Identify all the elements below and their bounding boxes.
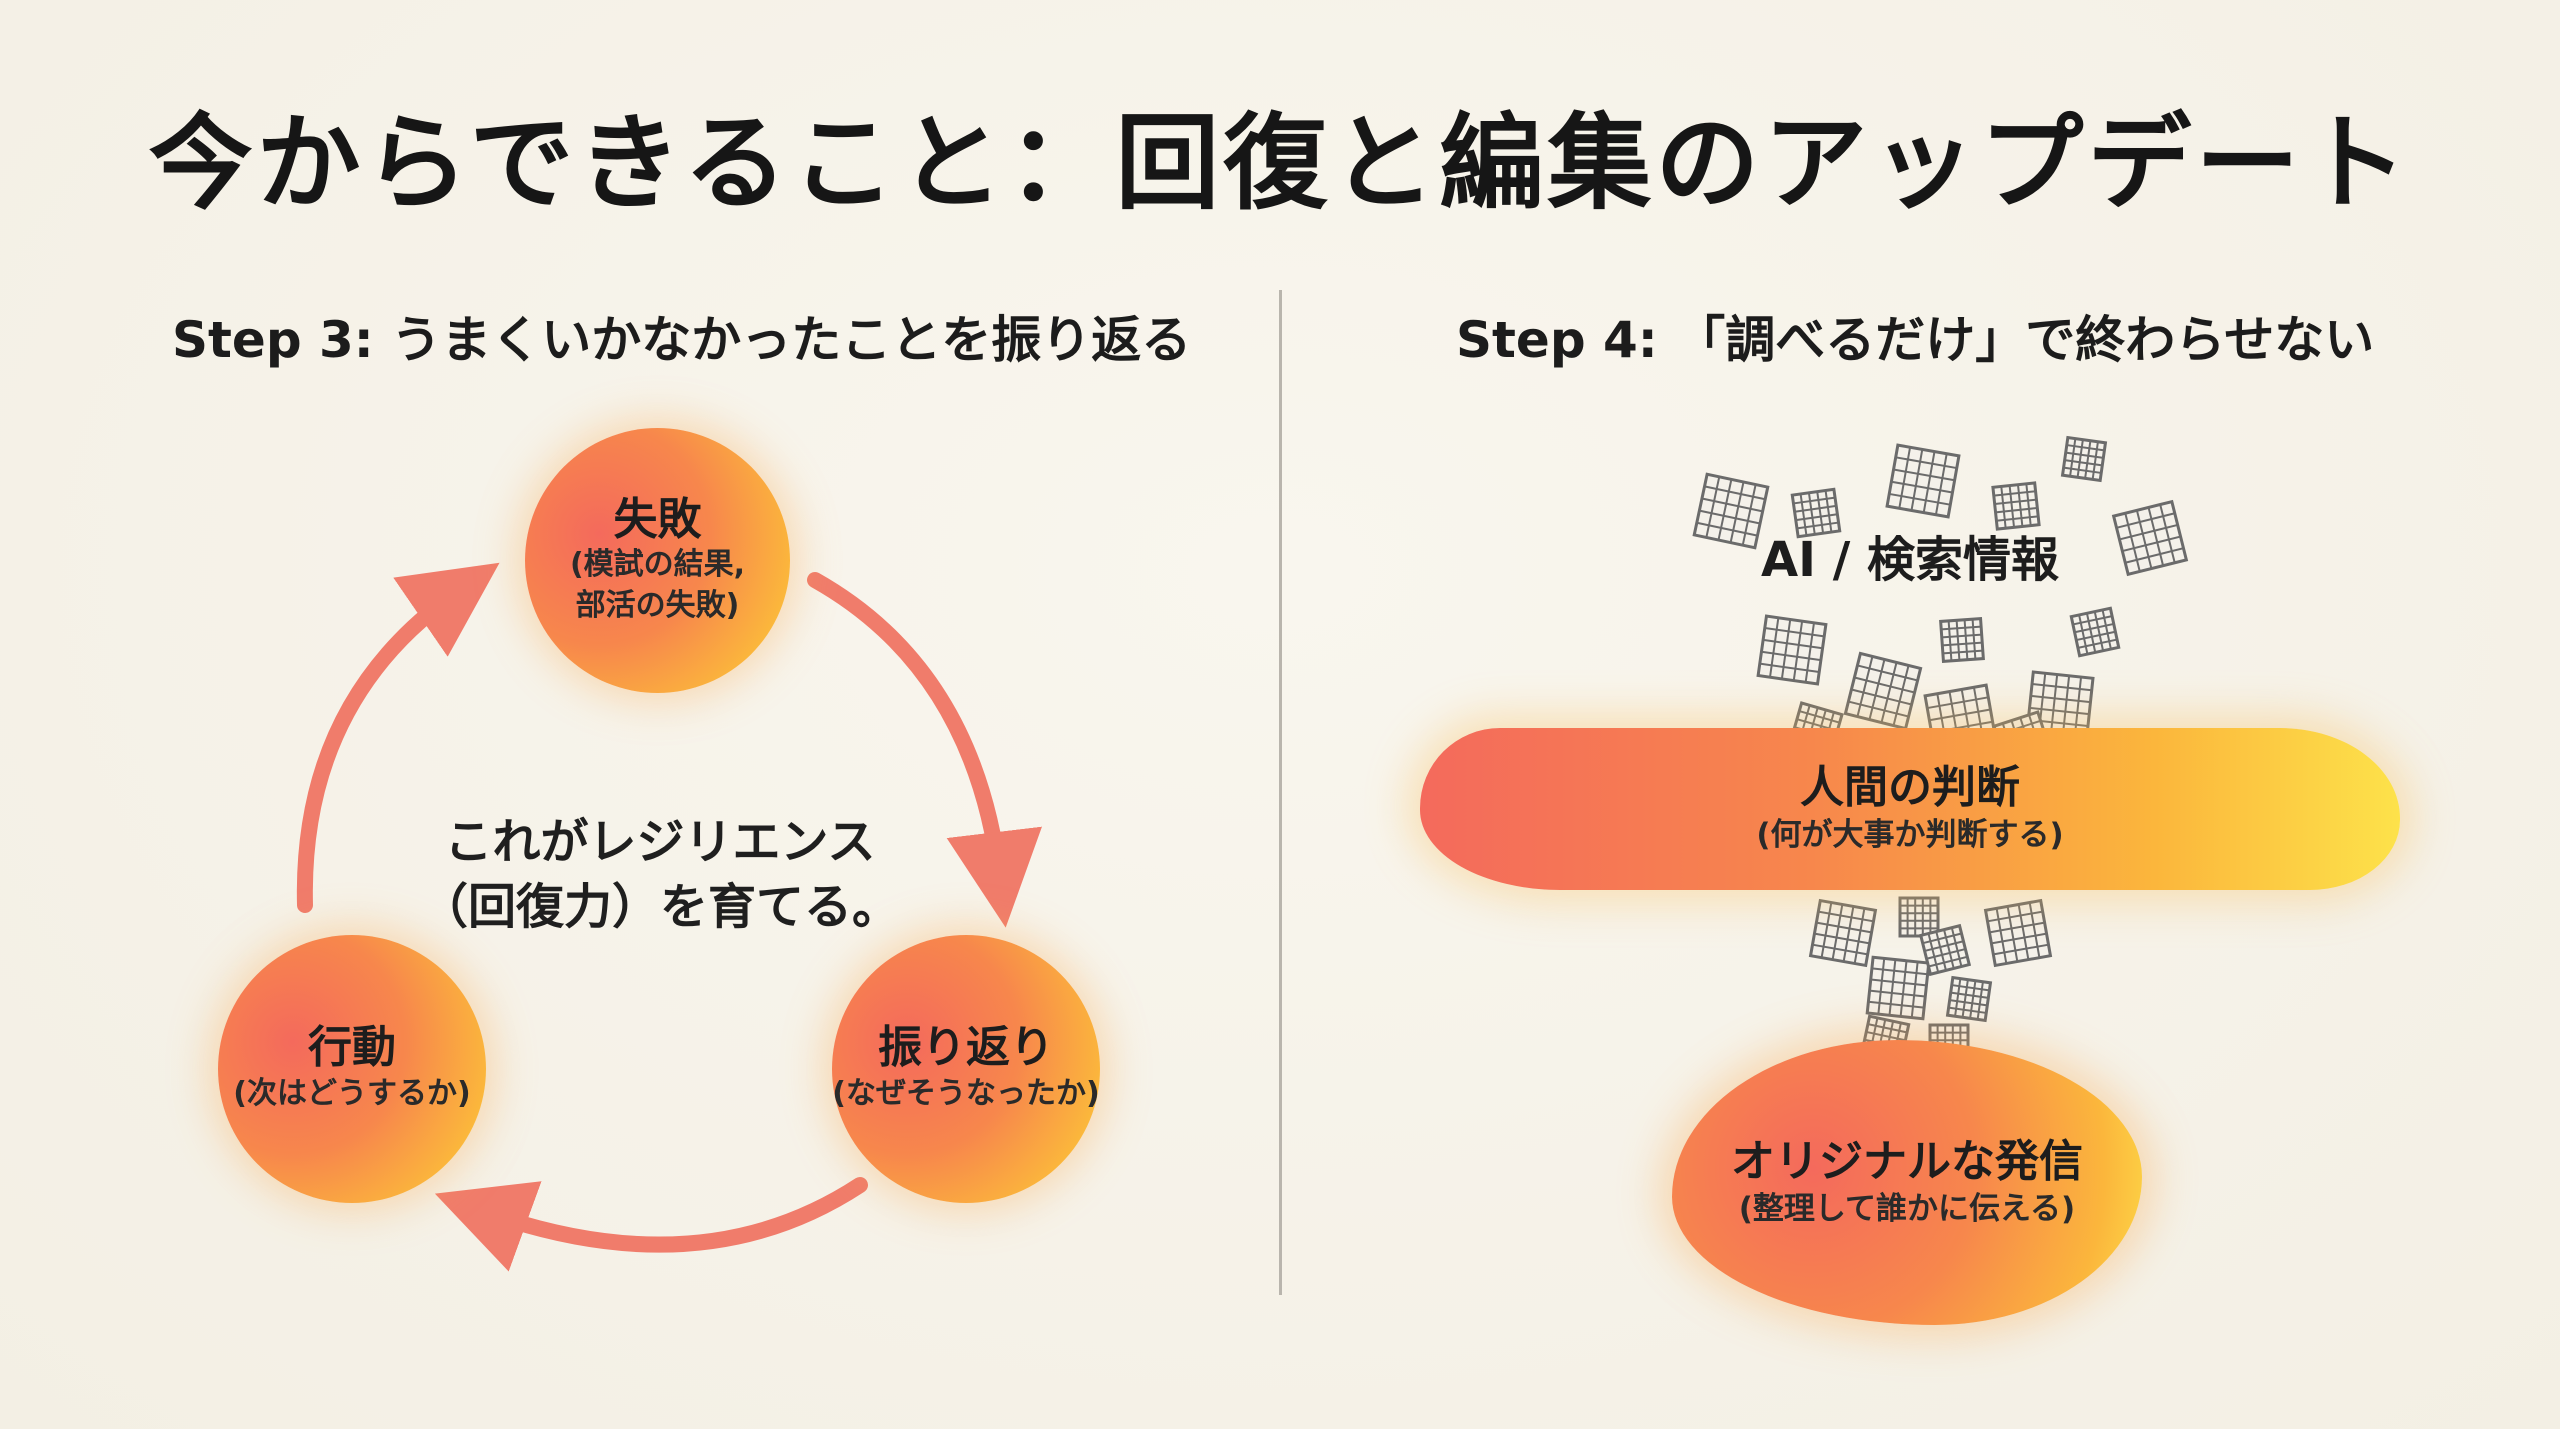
page-title: 今からできること：回復と編集のアップデート: [148, 102, 2412, 224]
info-chip-icon: [2111, 499, 2189, 577]
node-action-sub: (次はどうするか): [233, 1076, 471, 1112]
info-chip-icon: [2060, 435, 2108, 483]
info-chip-icon: [1790, 487, 1842, 539]
node-reflection: 振り返り (なぜそうなったか): [832, 935, 1100, 1203]
arrow-failure-to-reflection: [807, 572, 1042, 928]
info-chip-icon: [1885, 443, 1961, 519]
column-divider: [1279, 290, 1282, 1295]
info-chip-icon: [1991, 481, 2041, 531]
original-output-sub: (整理して誰かに伝える): [1738, 1190, 2076, 1227]
info-chip-icon: [1808, 898, 1878, 968]
info-chip-icon: [1692, 472, 1770, 550]
original-output-blob: オリジナルな発信 (整理して誰かに伝える): [1672, 1040, 2142, 1325]
arrow-reflection-to-action: [434, 1177, 868, 1272]
info-chip-icon: [1945, 975, 1993, 1023]
info-chip-icon: [2025, 670, 2095, 740]
node-failure-sub: (模試の結果, 部活の失敗): [569, 547, 746, 623]
info-chip-icon: [1939, 617, 1985, 663]
resilience-line-2: （回復力）を育てる。: [419, 878, 900, 935]
info-chip-icon: [1843, 651, 1923, 731]
resilience-line-1: これがレジリエンス: [444, 814, 876, 870]
resilience-message: これがレジリエンス （回復力）を育てる。: [400, 810, 920, 940]
info-chip-icon: [2069, 606, 2121, 658]
human-judgement-title: 人間の判断: [1800, 762, 2020, 814]
node-failure: 失敗 (模試の結果, 部活の失敗): [525, 428, 790, 693]
step4-heading: Step 4: 「調べるだけ」で終わらせない: [1456, 311, 2375, 369]
original-output-title: オリジナルな発信: [1731, 1135, 2083, 1187]
human-judgement-filter: 人間の判断 (何が大事か判断する): [1420, 728, 2400, 890]
node-action-title: 行動: [308, 1022, 396, 1074]
node-action: 行動 (次はどうするか): [218, 935, 486, 1203]
info-chip-icon: [1756, 614, 1828, 686]
arrow-action-to-failure: [296, 562, 500, 913]
human-judgement-sub: (何が大事か判断する): [1756, 817, 2064, 854]
info-chip-icon: [1983, 898, 2053, 968]
info-chip-icon: [1898, 896, 1940, 938]
info-chip-icon: [1918, 923, 1972, 977]
node-reflection-sub: (なぜそうなったか): [832, 1076, 1100, 1112]
node-reflection-title: 振り返り: [878, 1022, 1054, 1074]
cycle-arrows: [296, 562, 1042, 1272]
info-chip-icon: [1865, 955, 1931, 1021]
node-failure-title: 失敗: [613, 493, 702, 545]
ai-search-label: AI / 検索情報: [1761, 532, 2059, 588]
step3-heading: Step 3: うまくいかなかったことを振り返る: [172, 311, 1192, 369]
